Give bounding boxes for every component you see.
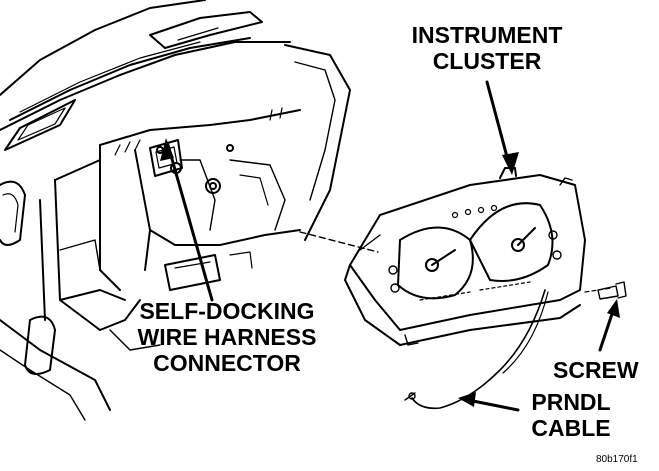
label-line: CONNECTOR — [153, 350, 301, 376]
label-line: WIRE HARNESS — [137, 324, 317, 350]
label-line: INSTRUMENT — [411, 22, 563, 48]
label-line: PRNDL — [531, 389, 611, 415]
label-line: CABLE — [531, 415, 611, 441]
label-prndl-cable: PRNDL CABLE — [516, 391, 626, 443]
arrow-head-screw — [607, 299, 620, 318]
label-harness-connector: SELF-DOCKING WIRE HARNESS CONNECTOR — [118, 300, 336, 378]
arrow-head-cluster — [502, 152, 519, 175]
instrument-cluster — [344, 167, 586, 346]
figure-code: 80b170f1 — [596, 454, 638, 465]
label-screw: SCREW — [553, 357, 639, 383]
label-line: CLUSTER — [432, 48, 542, 74]
arrow-head-harness — [160, 138, 174, 161]
prndl-cable — [404, 289, 549, 410]
label-line: SELF-DOCKING — [139, 298, 315, 324]
screw-part — [584, 281, 627, 300]
label-instrument-cluster: INSTRUMENT CLUSTER — [392, 24, 582, 76]
arrow-head-prndl — [458, 392, 476, 407]
